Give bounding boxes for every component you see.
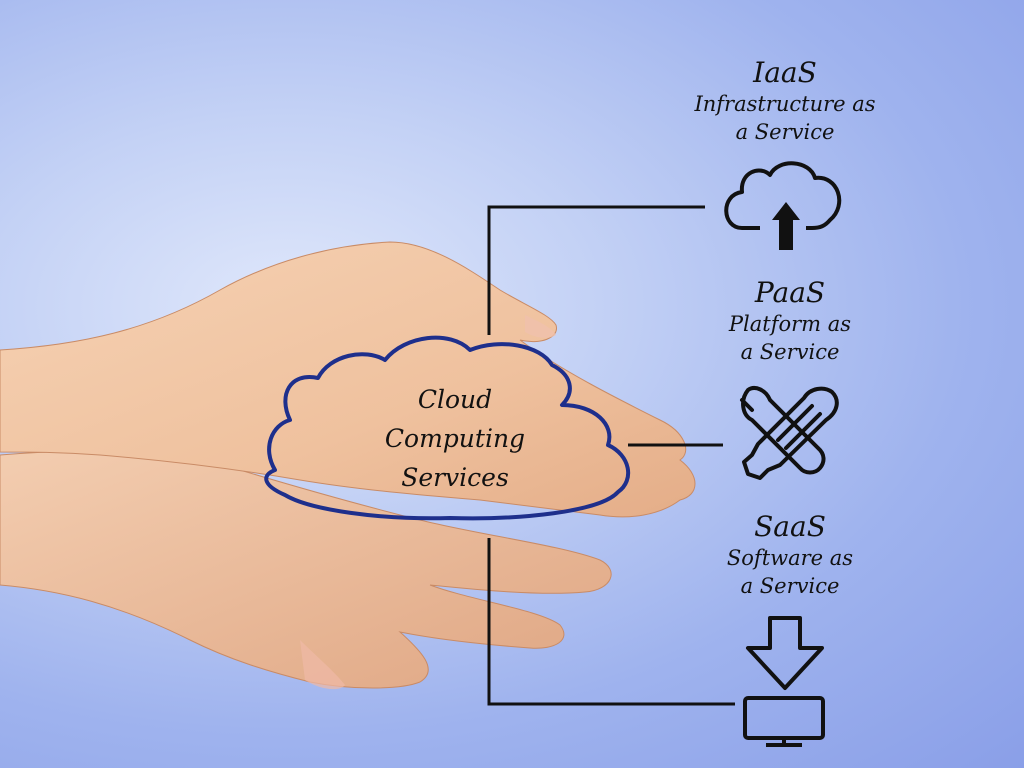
saas-label: SaaS Software as a Service [690,510,890,600]
upper-hand-image [0,241,696,518]
paas-line-2: a Service [740,340,840,364]
iaas-line-2: a Service [735,120,835,144]
connector-iaas [487,205,705,335]
saas-line-2: a Service [740,574,840,598]
saas-line-1: Software as [726,546,854,570]
saas-abbr: SaaS [754,510,826,543]
connector-lines [487,205,735,706]
center-label-line-3: Services [401,463,509,492]
center-label: Cloud Computing Services [360,380,550,497]
iaas-abbr: IaaS [753,56,817,89]
lower-hand-image [0,450,612,690]
center-label-line-1: Cloud [417,385,493,414]
iaas-label: IaaS Infrastructure as a Service [680,56,890,146]
paas-line-1: Platform as [728,312,852,336]
connector-saas [487,538,735,706]
download-monitor-icon [743,616,825,747]
central-cloud-outline [264,335,631,521]
iaas-line-1: Infrastructure as [694,92,876,116]
center-label-line-2: Computing [384,424,526,453]
tools-icon [740,386,839,480]
paas-label: PaaS Platform as a Service [690,276,890,366]
paas-abbr: PaaS [754,276,826,309]
cloud-upload-icon [724,161,842,250]
